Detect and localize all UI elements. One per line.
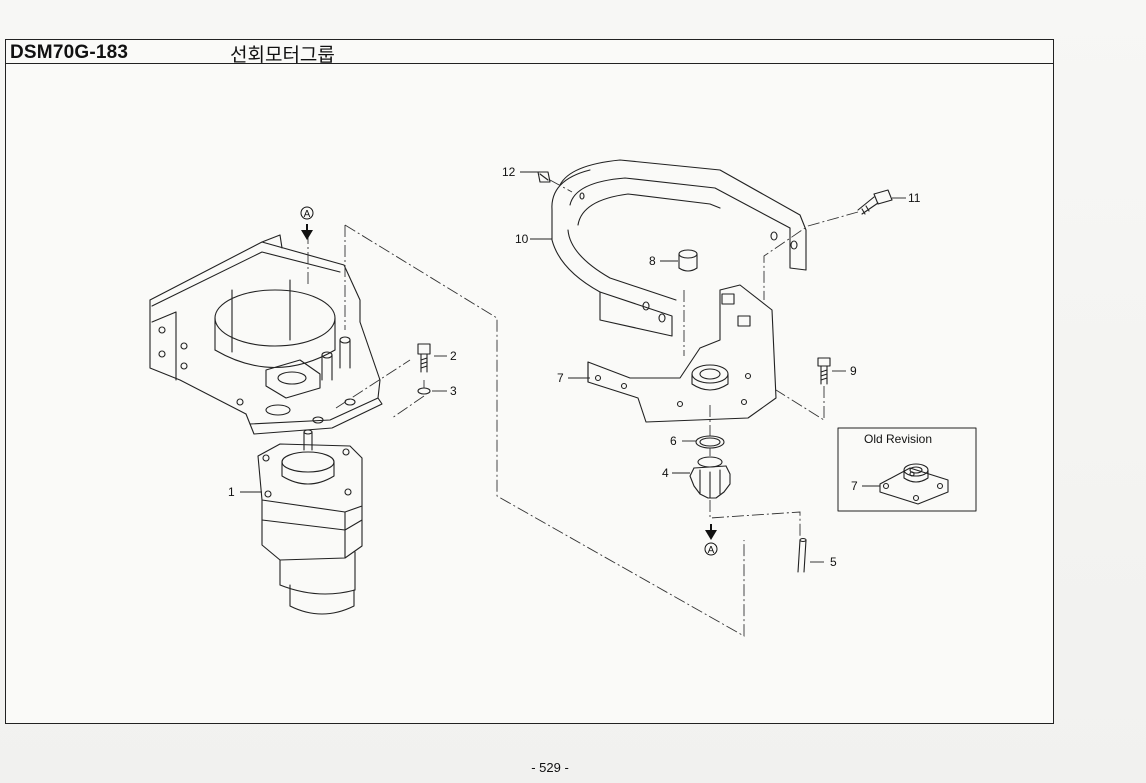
pin-part-5 bbox=[797, 537, 807, 573]
assembly-lines bbox=[307, 179, 859, 637]
motor-bracket bbox=[149, 234, 383, 435]
document-code: DSM70G-183 bbox=[10, 42, 129, 63]
callout-1: 1 bbox=[228, 485, 235, 499]
header-rule bbox=[6, 63, 1053, 64]
arrow-bottom bbox=[705, 524, 717, 540]
leader-lines bbox=[240, 171, 906, 563]
callout-7: 7 bbox=[557, 371, 564, 385]
callout-9: 9 bbox=[850, 364, 857, 378]
washer-part-3 bbox=[417, 387, 431, 395]
callout-3: 3 bbox=[450, 384, 457, 398]
callout-numbers: 1 2 3 4 5 6 7 8 9 10 11 12 7 bbox=[228, 165, 921, 569]
marker-a-top: A bbox=[300, 206, 314, 220]
callout-7-old: 7 bbox=[851, 479, 858, 493]
callout-4: 4 bbox=[662, 466, 669, 480]
callout-11: 11 bbox=[908, 191, 921, 205]
swing-motor bbox=[257, 429, 363, 615]
old-revision-inset bbox=[837, 427, 977, 512]
belt-guard bbox=[551, 159, 807, 337]
drawing-frame: DSM70G-183 선회모터그룹 bbox=[5, 39, 1054, 724]
bolt-part-11 bbox=[857, 189, 893, 215]
callout-8: 8 bbox=[649, 254, 656, 268]
group-title: 선회모터그룹 bbox=[230, 44, 335, 66]
bolt-part-9 bbox=[817, 357, 831, 385]
snap-ring-part-6 bbox=[695, 435, 725, 449]
arrow-top bbox=[301, 224, 313, 240]
callout-6: 6 bbox=[670, 434, 677, 448]
set-screw-part-12 bbox=[537, 171, 551, 183]
svg-text:A: A bbox=[708, 545, 715, 556]
callout-5: 5 bbox=[830, 555, 837, 569]
spacer-part-8 bbox=[678, 249, 698, 272]
mount-plate bbox=[587, 284, 777, 423]
svg-text:A: A bbox=[304, 209, 311, 220]
marker-a-bottom: A bbox=[704, 542, 718, 556]
bolt-part-2 bbox=[417, 343, 431, 373]
callout-12: 12 bbox=[502, 165, 516, 179]
old-revision-label: Old Revision bbox=[864, 432, 932, 446]
callout-2: 2 bbox=[450, 349, 457, 363]
callout-10: 10 bbox=[515, 232, 529, 246]
page-number: - 529 - bbox=[531, 760, 569, 775]
pinion-gear-part-4 bbox=[689, 456, 731, 499]
